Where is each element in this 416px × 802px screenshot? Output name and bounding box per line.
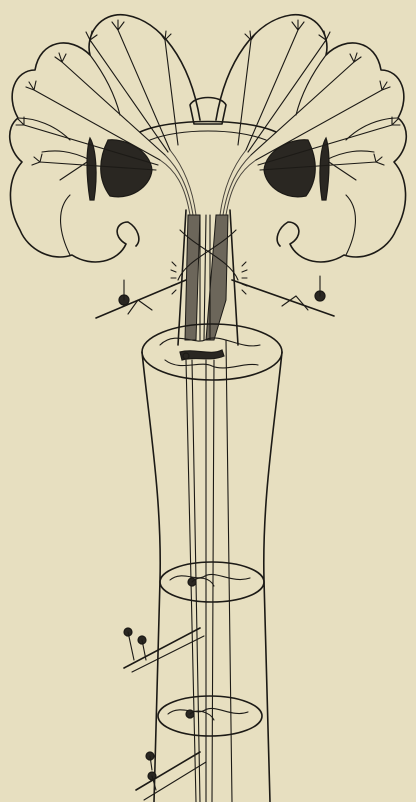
central-commissure — [140, 98, 276, 141]
left-hemisphere — [10, 15, 200, 262]
internal-capsule-fibers — [160, 150, 256, 215]
right-hemisphere — [216, 15, 406, 262]
spinal-segment-middle — [124, 562, 264, 672]
cortical-neurons — [16, 20, 400, 170]
left-cranial-neuron — [96, 262, 186, 318]
right-cranial-neuron — [232, 262, 334, 316]
spinal-cord-column — [142, 340, 282, 802]
